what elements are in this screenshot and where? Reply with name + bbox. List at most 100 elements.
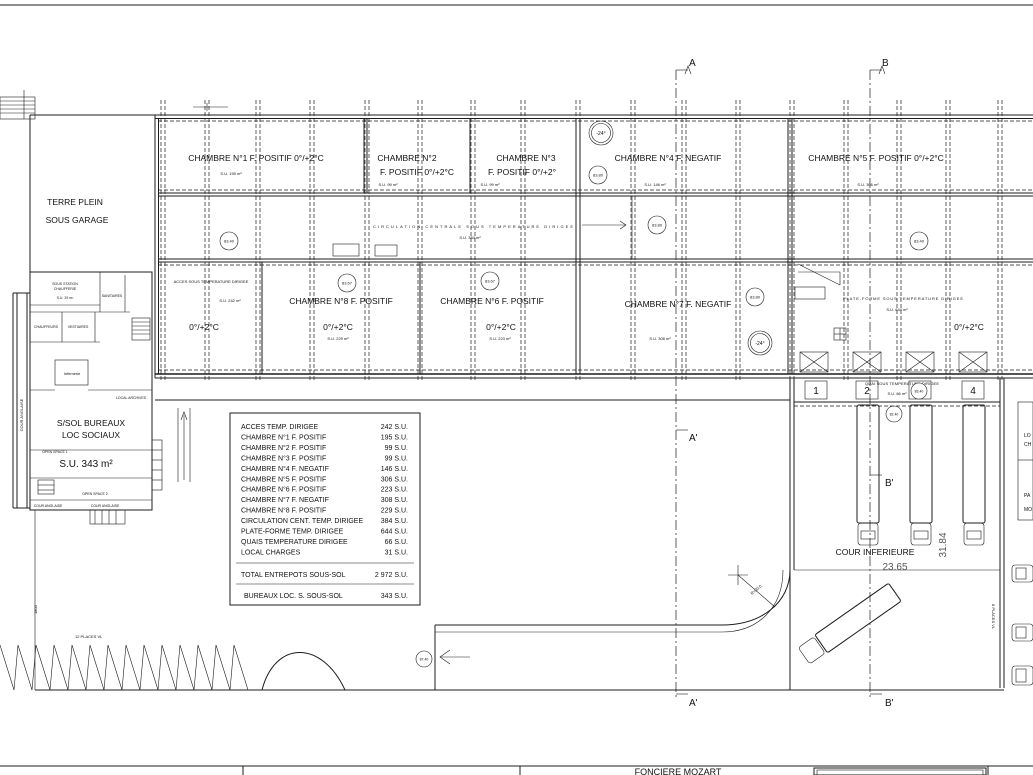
- level-value: 82.40: [890, 413, 899, 417]
- room-title: PLATE-FORME SOUS TEMPERATURE DIRIGEE: [843, 296, 963, 301]
- interior-details-segment: [794, 286, 826, 300]
- ramp: [177, 408, 191, 482]
- room-title: CHAMBRE N°5 F. POSITIF 0°/+2°C: [808, 153, 944, 163]
- cour-anglaise-bottom-left: COUR ANGLAISE: [34, 504, 63, 508]
- room-area: S.U. 242 m²: [219, 298, 241, 303]
- temperature-marker-segment: [747, 330, 773, 356]
- level-marker: 83.40: [910, 382, 928, 400]
- summary-offices-label: BUREAUX LOC. S. SOUS-SOL: [244, 593, 343, 600]
- interior-details-segment: [852, 351, 882, 373]
- cour-anglaise-side: COUR ANGLAISE: [19, 398, 24, 431]
- quai-title: QUAI SOUS TEMPERATURE DIRIGEE: [865, 381, 939, 386]
- office-block-walls-segment: [54, 359, 89, 386]
- level-marker-segment: [337, 273, 357, 293]
- level-marker: 83.80: [745, 287, 765, 307]
- cour-inferieure-label: COUR INFERIEURE: [836, 547, 915, 557]
- terre-plein-line1: TERRE PLEIN: [47, 197, 103, 207]
- level-value: 83.80: [593, 173, 604, 178]
- interior-details-segment: [958, 351, 988, 373]
- interior-details-segment: [797, 263, 841, 286]
- edge-fragment: MO: [1024, 507, 1032, 513]
- quai-area: S.U. 66 m²: [887, 391, 907, 396]
- room-title: CHAMBRE N°3: [496, 153, 555, 163]
- room-acces: ACCES SOUS TEMPERATURE DIRIGEE S.U. 242 …: [174, 279, 249, 332]
- level-marker: 83.67: [337, 273, 357, 293]
- summary-row-label: ACCES TEMP. DIRIGEE: [241, 424, 318, 431]
- section-label-a-top: A: [689, 58, 696, 69]
- level-value: 83.40: [914, 239, 925, 244]
- summary-offices-value: 343 S.U.: [381, 593, 408, 600]
- interior-details-segment: [905, 351, 935, 373]
- dimension-left: 1800: [33, 604, 38, 614]
- level-marker-segment: [480, 271, 500, 291]
- summary-row-label: CHAMBRE N°3 F. POSITIF: [241, 454, 326, 462]
- temperature-marker: -24°: [747, 330, 773, 356]
- level-marker-segment: [588, 165, 608, 185]
- sous-station-area: S.U. 29 m²: [57, 296, 75, 300]
- room-circulation: CIRCULATION CENTRALE SOUS TEMPERATURE DI…: [373, 224, 573, 240]
- edge-fragment: LO: [1024, 433, 1031, 439]
- bureaux-title-line1: S/SOL BUREAUX: [57, 418, 126, 428]
- top-left-detail-segment: [0, 96, 36, 120]
- summary-row-label: CHAMBRE N°6 F. POSITIF: [241, 486, 326, 494]
- summary-row-label: CHAMBRE N°7 F. NEGATIF: [241, 496, 329, 504]
- room-area: S.U. 99 m²: [480, 182, 500, 187]
- dock-1: 1: [804, 380, 828, 400]
- room-title: CHAMBRE N°7 F. NEGATIF: [625, 299, 732, 309]
- room-title: CHAMBRE N°4 F. NEGATIF: [615, 153, 722, 163]
- dock-4: 4: [961, 380, 985, 400]
- level-value: 87.40: [420, 658, 429, 662]
- section-label-b-bottom: B': [885, 698, 894, 709]
- interior-details-segment: [958, 351, 988, 373]
- office-block-walls-segment: [29, 271, 153, 511]
- summary-row-value: 31 S.U.: [385, 549, 408, 556]
- dock-number: 2: [864, 386, 870, 397]
- room-chambre-7: CHAMBRE N°7 F. NEGATIF S.U. 308 m²: [625, 299, 732, 341]
- section-label-a-bottom: A': [689, 698, 698, 709]
- building-walls: [29, 114, 1033, 401]
- loading-area: [789, 378, 1033, 690]
- room-temperature: 0°/+2°C: [954, 322, 984, 332]
- edge-fragment: PA: [1024, 493, 1031, 499]
- interior-details-segment: [905, 351, 935, 373]
- temperature-marker-segment: [750, 333, 770, 353]
- level-marker-segment: [885, 405, 903, 423]
- section-line-a: [675, 65, 692, 698]
- truck-dock-2-segment: [856, 404, 880, 524]
- summary-row-value: 66 S.U.: [385, 539, 408, 546]
- interior-details-segment: [799, 351, 829, 373]
- summary-row-value: 384 S.U.: [381, 518, 408, 525]
- section-line-b-segment: [878, 65, 886, 75]
- section-line-a-segment: [684, 65, 692, 75]
- title-block-company: FONCIERE MOZART: [635, 767, 722, 775]
- summary-row-value: 99 S.U.: [385, 455, 408, 462]
- interior-details-segment: [852, 351, 882, 373]
- dock-2-segment: [855, 380, 879, 400]
- interior-details-segment: [332, 243, 360, 257]
- chauffeurs-label: CHAUFFEURS: [34, 325, 59, 329]
- access-road-segment: [435, 569, 784, 633]
- summary-row-label: CHAMBRE N°4 F. NEGATIF: [241, 465, 329, 473]
- interior-details: [332, 220, 988, 373]
- room-subtitle: F. POSITIF 0°/+2°: [488, 167, 556, 177]
- surface-summary-table-segment: [229, 412, 421, 606]
- parking-right-label: 8 PLACES VL: [991, 604, 996, 630]
- temperature-marker-segment: [588, 120, 614, 146]
- sheet-frame: [0, 4, 1033, 775]
- interior-details-segment: [619, 220, 627, 230]
- office-block-walls: [12, 271, 163, 690]
- terre-plein-line2: SOUS GARAGE: [46, 215, 109, 225]
- dock-number: 1: [813, 386, 819, 397]
- level-marker: 83.80: [647, 215, 667, 235]
- temperature-marker: -24°: [588, 120, 614, 146]
- section-label-b-top: B: [882, 58, 889, 69]
- level-marker: 83.40: [219, 231, 239, 251]
- level-marker-segment: [415, 650, 433, 668]
- truck-dock-4: [962, 404, 986, 546]
- summary-row-label: PLATE-FORME TEMP. DIRIGEE: [241, 529, 344, 536]
- infirmerie-label: Infirmerie: [64, 371, 81, 376]
- level-value: 83.67: [485, 279, 496, 284]
- level-value: 83.80: [652, 223, 663, 228]
- level-value: 83.40: [224, 239, 235, 244]
- level-value: 83.40: [915, 390, 924, 394]
